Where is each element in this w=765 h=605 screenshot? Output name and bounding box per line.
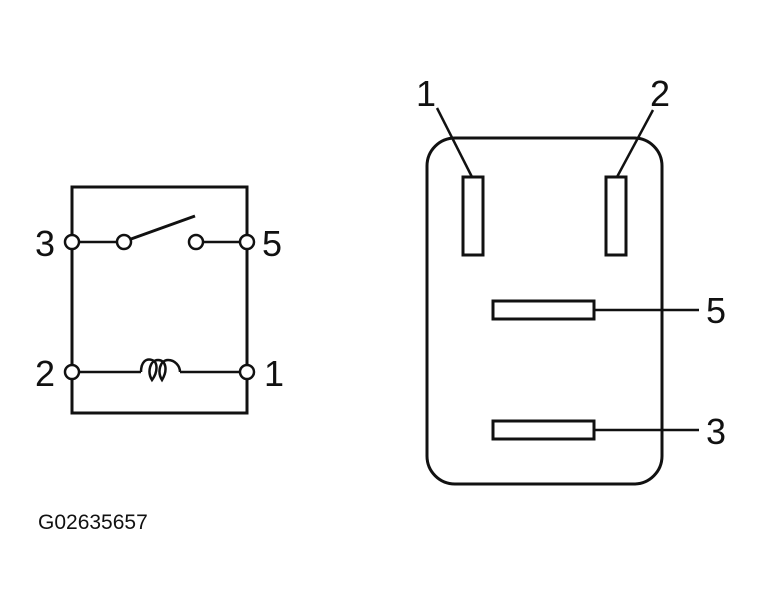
terminal-5 bbox=[238, 233, 256, 251]
terminal-2 bbox=[63, 363, 81, 381]
terminal-slot-1 bbox=[461, 175, 485, 257]
switch-circuit bbox=[80, 214, 240, 251]
leader-line-2 bbox=[615, 109, 655, 178]
terminal-slot-3 bbox=[491, 419, 596, 441]
schematic-pin-2-label: 2 bbox=[35, 353, 55, 394]
schematic-pin-3-label: 3 bbox=[35, 223, 55, 264]
schematic-pin-1-label: 1 bbox=[264, 353, 284, 394]
connector-pin-3-label: 3 bbox=[706, 411, 726, 452]
connector-pin-5-label: 5 bbox=[706, 290, 726, 331]
coil-circuit bbox=[80, 358, 240, 383]
terminal-slot-5 bbox=[491, 299, 596, 321]
terminal-3 bbox=[63, 233, 81, 251]
connector-face-view: 1 2 5 3 bbox=[416, 73, 726, 486]
schematic-pin-5-label: 5 bbox=[262, 223, 282, 264]
terminal-slot-2 bbox=[604, 175, 628, 257]
figure-reference-code: G02635657 bbox=[38, 511, 148, 534]
leader-line-1 bbox=[435, 107, 474, 178]
connector-pin-2-label: 2 bbox=[650, 73, 670, 114]
relay-schematic: 3 5 2 1 bbox=[35, 185, 284, 415]
schematic-frame bbox=[70, 185, 249, 415]
connector-pin-1-label: 1 bbox=[416, 73, 436, 114]
terminal-1 bbox=[238, 363, 256, 381]
switch-contact-right bbox=[187, 233, 205, 251]
switch-contact-left bbox=[115, 233, 133, 251]
coil-symbol bbox=[139, 358, 182, 383]
switch-blade bbox=[130, 214, 196, 241]
